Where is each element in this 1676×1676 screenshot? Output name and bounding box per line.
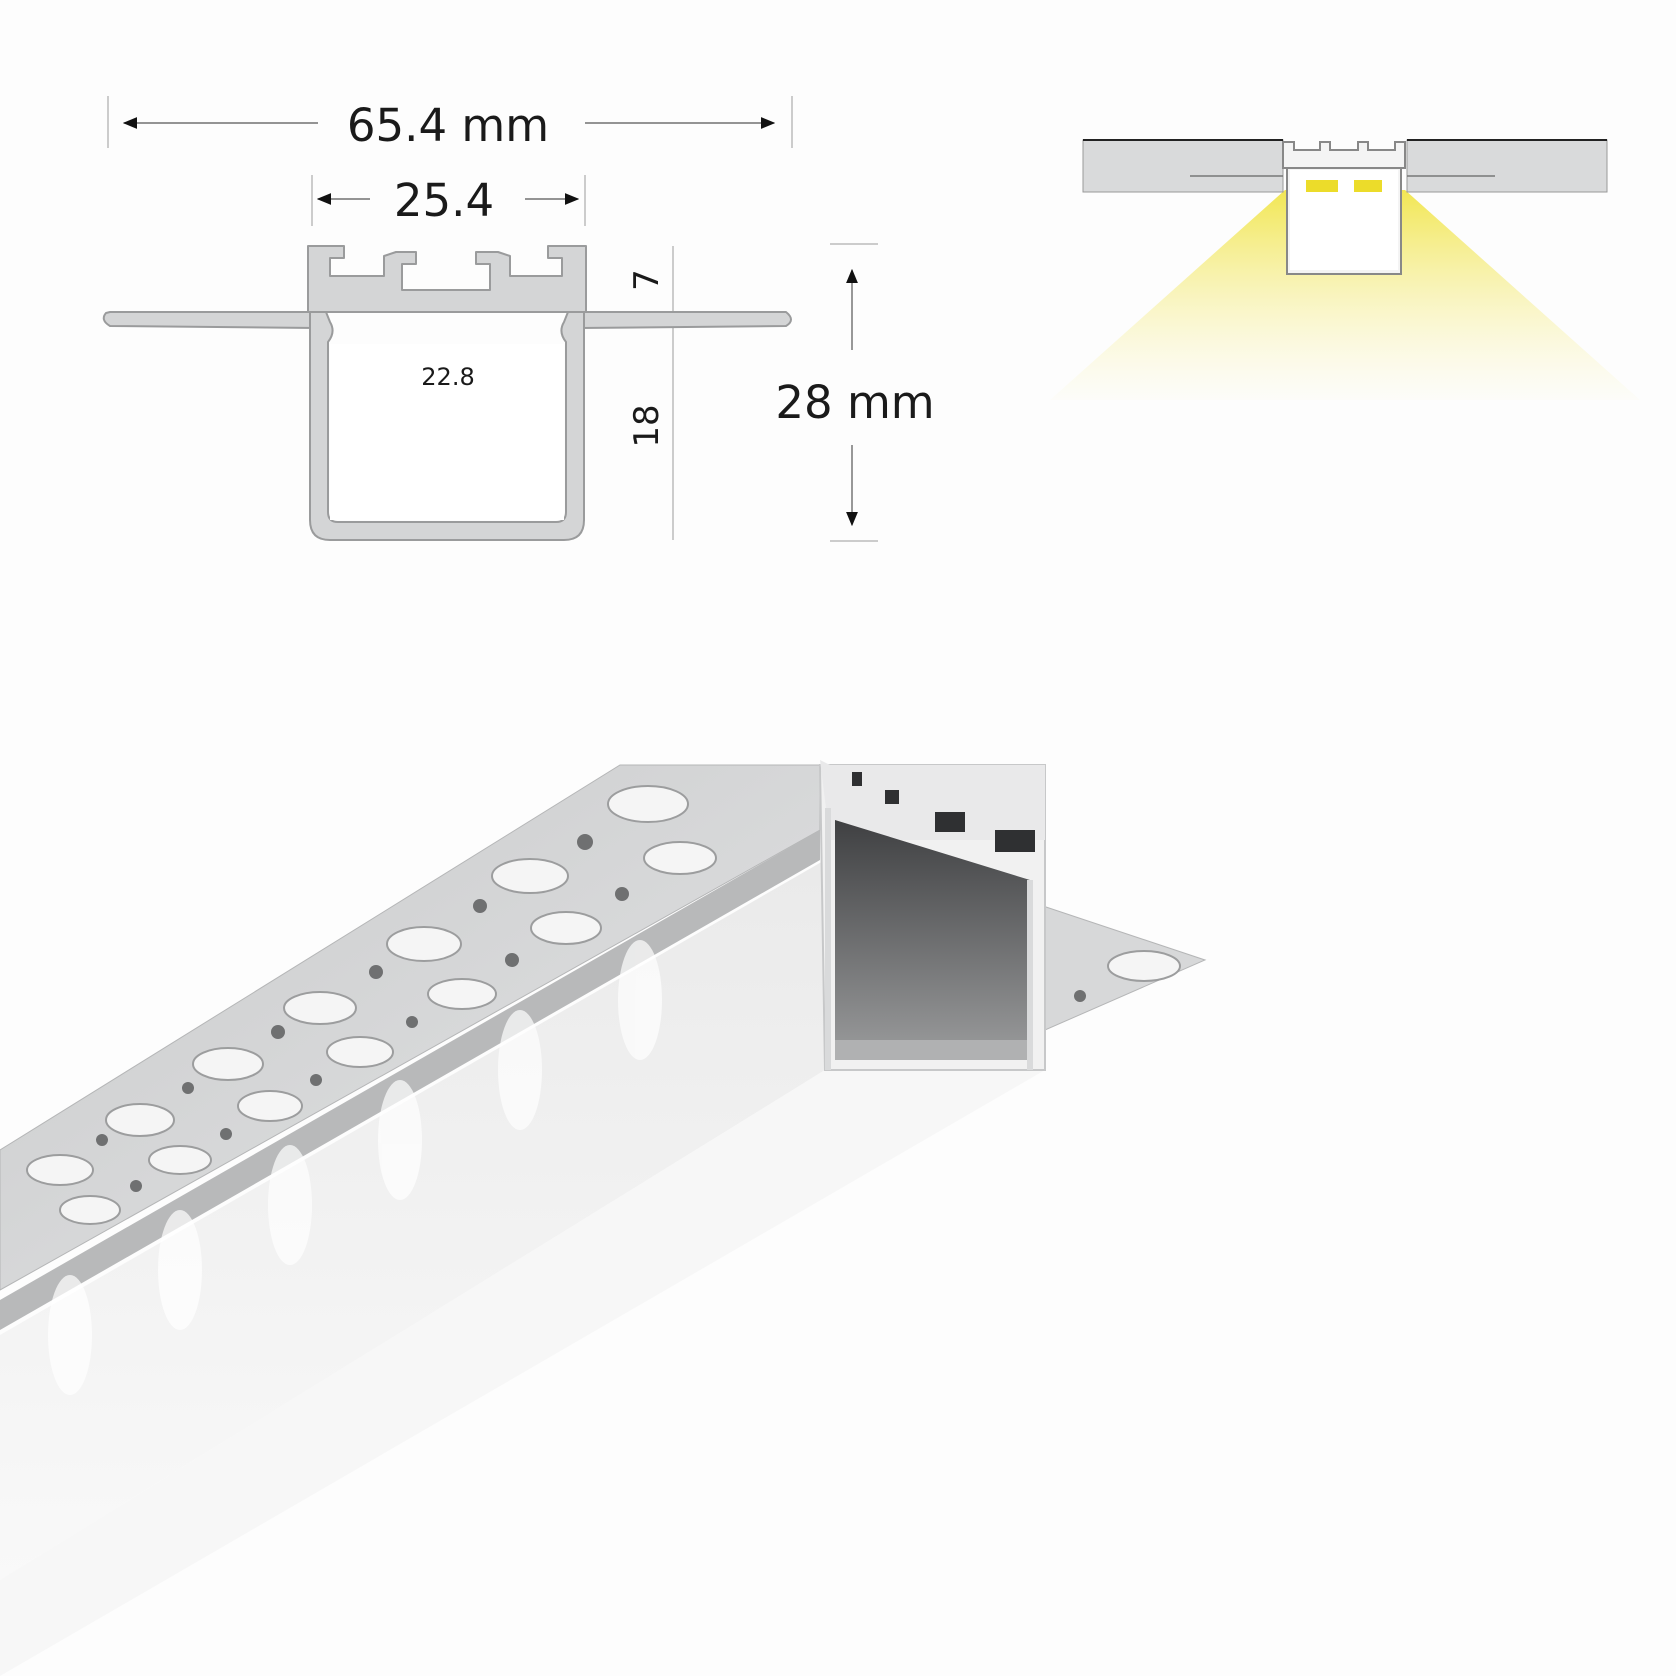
channel-depth-label: 18: [627, 404, 667, 447]
overall-width-label: 65.4 mm: [347, 99, 549, 152]
led-chip-right: [1354, 180, 1382, 192]
flange-height-label: 7: [627, 269, 667, 291]
channel-width-label: 25.4: [394, 174, 494, 227]
diffuser-body: [0, 860, 825, 1580]
inner-width-label: 22.8: [421, 363, 474, 391]
overall-height-label: 28 mm: [775, 376, 934, 429]
top-comb: [820, 760, 1045, 840]
perforation-holes: [26, 785, 1181, 1225]
small-holes: [96, 834, 1086, 1192]
led-chip-left: [1306, 180, 1338, 192]
installation-illustration: [1050, 139, 1640, 400]
diffuser-bottom: [0, 1070, 1045, 1676]
profile-cavity-3d: [835, 820, 1030, 1060]
profile-rail: [0, 830, 820, 1330]
light-beam: [1050, 190, 1640, 400]
cross-section-drawing: 65.4 mm 25.4 28 mm 7 18 22.8: [102, 96, 935, 542]
profile-cavity: [330, 344, 564, 520]
ceiling-boards: [1082, 139, 1608, 193]
comb-teeth: [852, 772, 1035, 852]
profile-cross-section: [102, 245, 792, 541]
diffuser-glow: [48, 940, 662, 1395]
